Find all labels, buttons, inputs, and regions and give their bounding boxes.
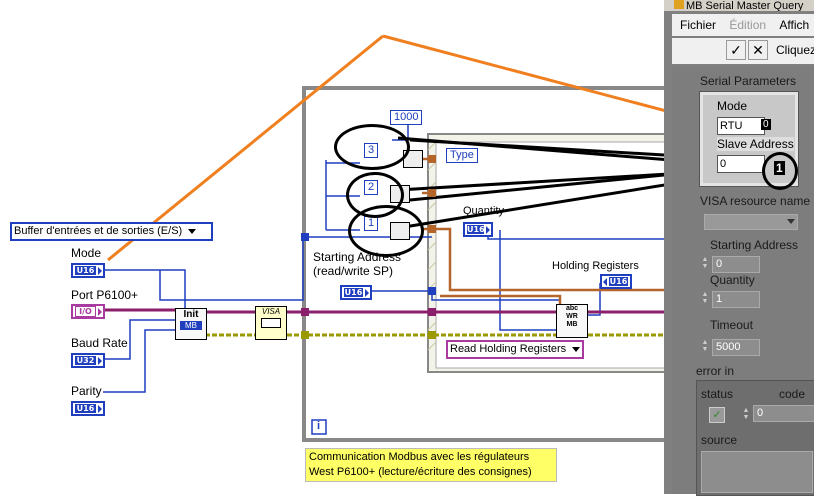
visa-icon bbox=[261, 318, 281, 328]
slave-address-index: 1 bbox=[774, 161, 785, 175]
wr-mb-vi[interactable]: abc WR MB bbox=[556, 304, 588, 338]
holding-registers-type: U16 bbox=[609, 277, 628, 286]
loop-index: i bbox=[317, 420, 321, 432]
front-panel: Serial Parameters Mode RTU 0 Slave Addre… bbox=[672, 66, 814, 496]
timeout-spin-icon[interactable]: ▲▼ bbox=[701, 339, 709, 353]
wr-label: abc WR MB bbox=[565, 305, 579, 328]
baud-rate-type: U32 bbox=[75, 356, 96, 365]
visa-resource-label: VISA resource name bbox=[700, 194, 811, 208]
labview-icon bbox=[674, 0, 684, 9]
port-label: Port P6100+ bbox=[71, 288, 139, 302]
quantity-label: Quantity bbox=[463, 205, 504, 217]
menu-bar: Fichier Édition Affich bbox=[672, 14, 814, 36]
parity-label: Parity bbox=[71, 384, 102, 398]
toolbar-hint: Cliquez bbox=[776, 43, 814, 57]
baud-rate-label: Baud Rate bbox=[71, 336, 128, 350]
window-titlebar: MB Serial Master Query bbox=[664, 0, 814, 11]
type-terminal[interactable]: Type bbox=[446, 148, 478, 163]
buffer-ring-text: Buffer d'entrées et de sorties (E/S) bbox=[14, 225, 183, 237]
starting-address-fp-field[interactable]: 0 bbox=[712, 256, 760, 273]
starting-address-spin-icon[interactable]: ▲▼ bbox=[701, 256, 709, 270]
check-icon[interactable]: ✓ bbox=[726, 40, 746, 60]
starting-address-fp-label: Starting Address bbox=[710, 238, 799, 252]
constant-1000[interactable]: 1000 bbox=[390, 110, 423, 125]
source-field[interactable] bbox=[701, 451, 813, 493]
comment-text: Communication Modbus avec les régulateur… bbox=[309, 451, 532, 478]
menu-affichage[interactable]: Affich bbox=[779, 18, 810, 32]
timeout-fp-label: Timeout bbox=[710, 318, 753, 332]
mode-label: Mode bbox=[71, 246, 102, 260]
parity-control[interactable]: U16 bbox=[71, 401, 105, 416]
mode-fp-value: RTU bbox=[720, 120, 743, 132]
toolbar: ✓ ✕ Cliquez bbox=[672, 38, 814, 64]
init-mb-vi[interactable]: Init MB bbox=[175, 308, 207, 340]
type-label: Type bbox=[450, 149, 474, 161]
quantity-control[interactable]: U16 bbox=[463, 222, 493, 237]
holding-registers-label: Holding Registers bbox=[552, 260, 639, 272]
starting-address-control[interactable]: U16 bbox=[340, 285, 372, 300]
starting-address-type: U16 bbox=[344, 288, 363, 297]
serial-parameters-label: Serial Parameters bbox=[700, 74, 797, 88]
mode-fp-index: 0 bbox=[761, 119, 771, 130]
parity-type: U16 bbox=[75, 404, 96, 413]
mode-fp-ring[interactable]: RTU bbox=[717, 117, 765, 135]
slave-address-fp-label: Slave Address bbox=[717, 137, 794, 151]
status-label: status bbox=[701, 387, 734, 401]
port-control[interactable]: I/O bbox=[71, 304, 105, 319]
window-title: MB Serial Master Query bbox=[686, 0, 804, 12]
serial-parameters-cluster: Mode RTU 0 Slave Address 0 bbox=[699, 91, 799, 187]
holding-registers-indicator: U16 bbox=[600, 274, 632, 289]
code-spin-icon[interactable]: ▲▼ bbox=[742, 407, 750, 421]
chevron-down-icon bbox=[787, 219, 795, 224]
timeout-fp-field[interactable]: 5000 bbox=[712, 339, 760, 356]
read-holding-ring[interactable]: Read Holding Registers bbox=[446, 340, 585, 359]
slave-address-fp-value: 0 bbox=[720, 158, 727, 170]
quantity-fp-field[interactable]: 1 bbox=[712, 291, 760, 308]
loop-index-box bbox=[311, 419, 327, 435]
chevron-down-icon bbox=[188, 228, 197, 234]
code-field[interactable]: 0 bbox=[753, 405, 814, 422]
annotation-oval-slave bbox=[762, 152, 798, 190]
error-in-label: error in bbox=[696, 364, 735, 378]
quantity-type: U16 bbox=[467, 225, 485, 234]
quantity-fp-label: Quantity bbox=[710, 273, 755, 287]
chevron-down-icon bbox=[572, 346, 581, 352]
comment-box: Communication Modbus avec les régulateur… bbox=[305, 448, 557, 482]
init-label: Init bbox=[183, 309, 199, 320]
error-in-cluster: status code ✓ ▲▼ 0 source bbox=[696, 380, 814, 496]
port-type: I/O bbox=[75, 306, 96, 317]
mode-control[interactable]: U16 bbox=[71, 263, 105, 278]
mode-type: U16 bbox=[75, 266, 96, 275]
quantity-spin-icon[interactable]: ▲▼ bbox=[701, 291, 709, 305]
baud-rate-control[interactable]: U32 bbox=[71, 353, 105, 368]
annotation-oval-3 bbox=[334, 124, 410, 170]
code-label: code bbox=[779, 387, 806, 401]
visa-resource-field[interactable] bbox=[704, 214, 798, 230]
menu-edition[interactable]: Édition bbox=[729, 18, 767, 32]
status-check-icon[interactable]: ✓ bbox=[709, 407, 725, 423]
menu-fichier[interactable]: Fichier bbox=[680, 18, 717, 32]
visa-vi[interactable]: VISA bbox=[255, 306, 287, 340]
slave-address-fp-field[interactable]: 0 bbox=[717, 155, 765, 173]
buffer-ring[interactable]: Buffer d'entrées et de sorties (E/S) bbox=[10, 222, 213, 241]
source-label: source bbox=[701, 433, 738, 447]
mode-fp-label: Mode bbox=[717, 99, 748, 113]
init-sub: MB bbox=[180, 321, 202, 330]
cancel-icon[interactable]: ✕ bbox=[748, 40, 768, 60]
annotation-oval-1 bbox=[348, 205, 424, 257]
visa-label: VISA bbox=[261, 307, 281, 316]
read-holding-text: Read Holding Registers bbox=[450, 343, 567, 355]
